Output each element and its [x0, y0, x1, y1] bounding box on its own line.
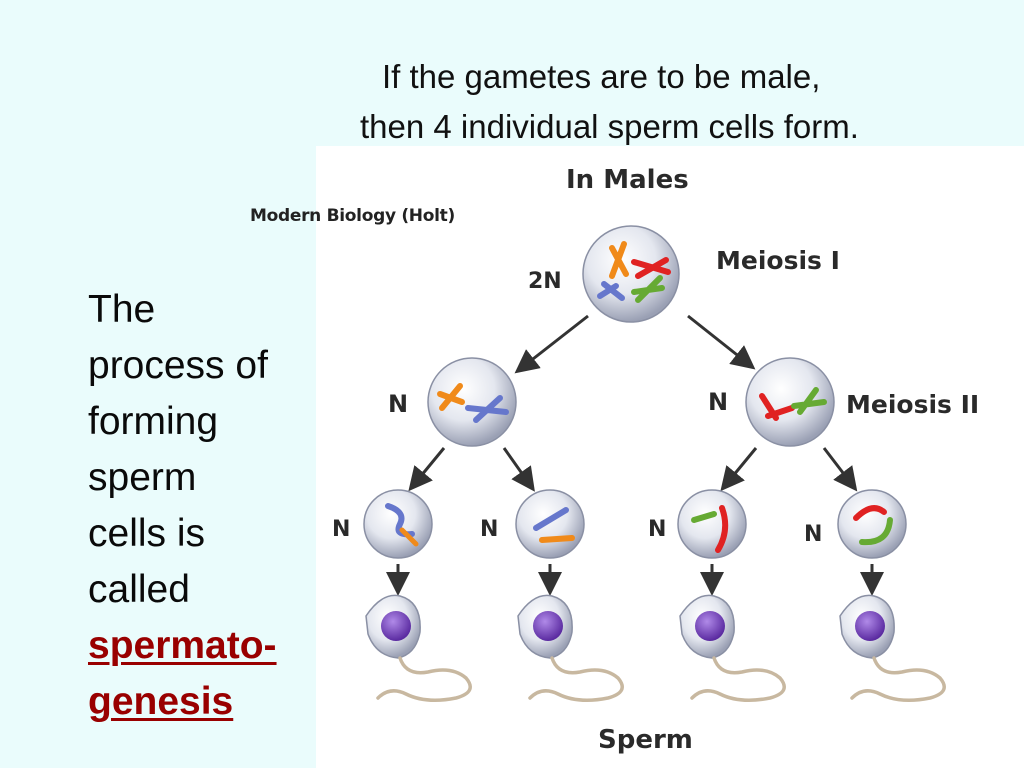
side-text-line-6: called: [88, 568, 190, 611]
spermatid-cell-1: [363, 489, 433, 559]
label-n-4: N: [804, 522, 822, 547]
term-line-2: genesis: [88, 680, 234, 723]
sperm-cell-4: [839, 594, 946, 702]
spermatid-cell-4: [837, 489, 907, 559]
arrow-meiosis2-4: [822, 447, 858, 492]
label-meiosis-1: Meiosis I: [716, 246, 840, 275]
sperm-cell-1: [365, 594, 472, 702]
spermatid-cell-3: [677, 489, 747, 559]
haploid-cell-left: [427, 357, 517, 447]
side-text: The process of forming sperm cells is ca…: [88, 282, 313, 730]
label-n-right: N: [708, 388, 728, 416]
label-sperm: Sperm: [598, 725, 693, 755]
side-text-line-1: The: [88, 288, 156, 331]
diagram-title: In Males: [566, 165, 689, 195]
label-n-2: N: [480, 517, 498, 542]
arrow-to-left-cell: [514, 314, 589, 374]
side-text-line-5: cells is: [88, 512, 206, 555]
spermatid-cell-2: [515, 489, 585, 559]
label-n-3: N: [648, 517, 666, 542]
source-credit: Modern Biology (Holt): [250, 206, 455, 226]
headline-line-2: then 4 individual sperm cells form.: [360, 108, 859, 145]
term-line-1: spermato-: [88, 624, 277, 667]
headline-line-1: If the gametes are to be male,: [382, 58, 821, 95]
sperm-cell-2: [517, 594, 624, 702]
label-n-left: N: [388, 390, 408, 418]
label-n-1: N: [332, 517, 350, 542]
sperm-cell-3: [679, 594, 786, 702]
side-text-line-2: process of: [88, 344, 268, 387]
arrow-to-right-cell: [687, 314, 756, 370]
arrow-meiosis2-3: [720, 447, 758, 492]
headline: If the gametes are to be male, then 4 in…: [330, 52, 980, 152]
label-meiosis-2: Meiosis II: [846, 390, 979, 419]
diploid-cell: [582, 225, 680, 323]
side-text-line-4: sperm: [88, 456, 197, 499]
label-2n: 2N: [528, 269, 562, 294]
arrow-meiosis2-1: [408, 447, 446, 492]
spermatogenesis-diagram: In Males 2N Meiosis I Meiosis II N N N N…: [332, 165, 979, 755]
arrow-meiosis2-2: [502, 447, 535, 492]
haploid-cell-right: [745, 357, 835, 447]
side-text-line-3: forming: [88, 400, 219, 443]
